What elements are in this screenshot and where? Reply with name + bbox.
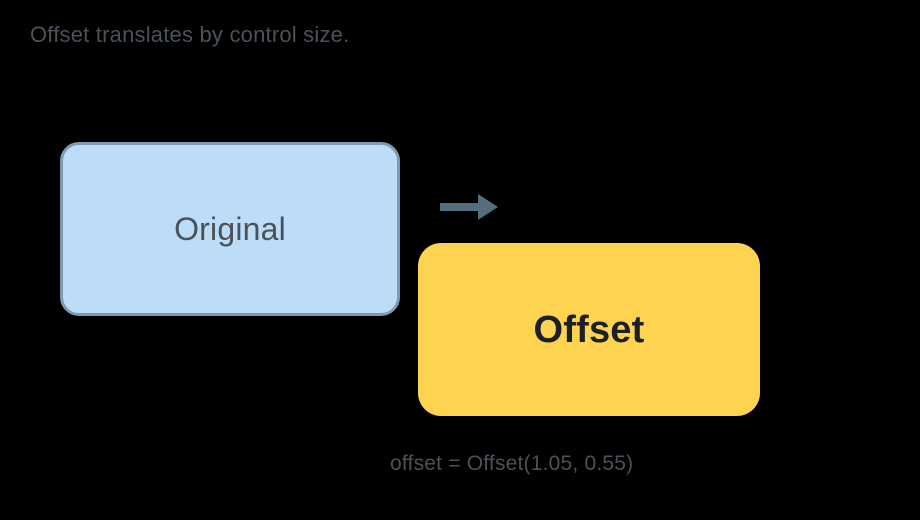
offset-control-label: Offset	[533, 308, 645, 351]
original-control-label: Original	[174, 211, 286, 247]
offset-control-box: Offset	[418, 243, 760, 416]
page-title: Offset translates by control size.	[30, 22, 350, 47]
original-control-box: Original	[60, 142, 400, 316]
right-arrow-icon	[440, 194, 498, 220]
offset-caption: offset = Offset(1.05, 0.55)	[390, 452, 634, 475]
